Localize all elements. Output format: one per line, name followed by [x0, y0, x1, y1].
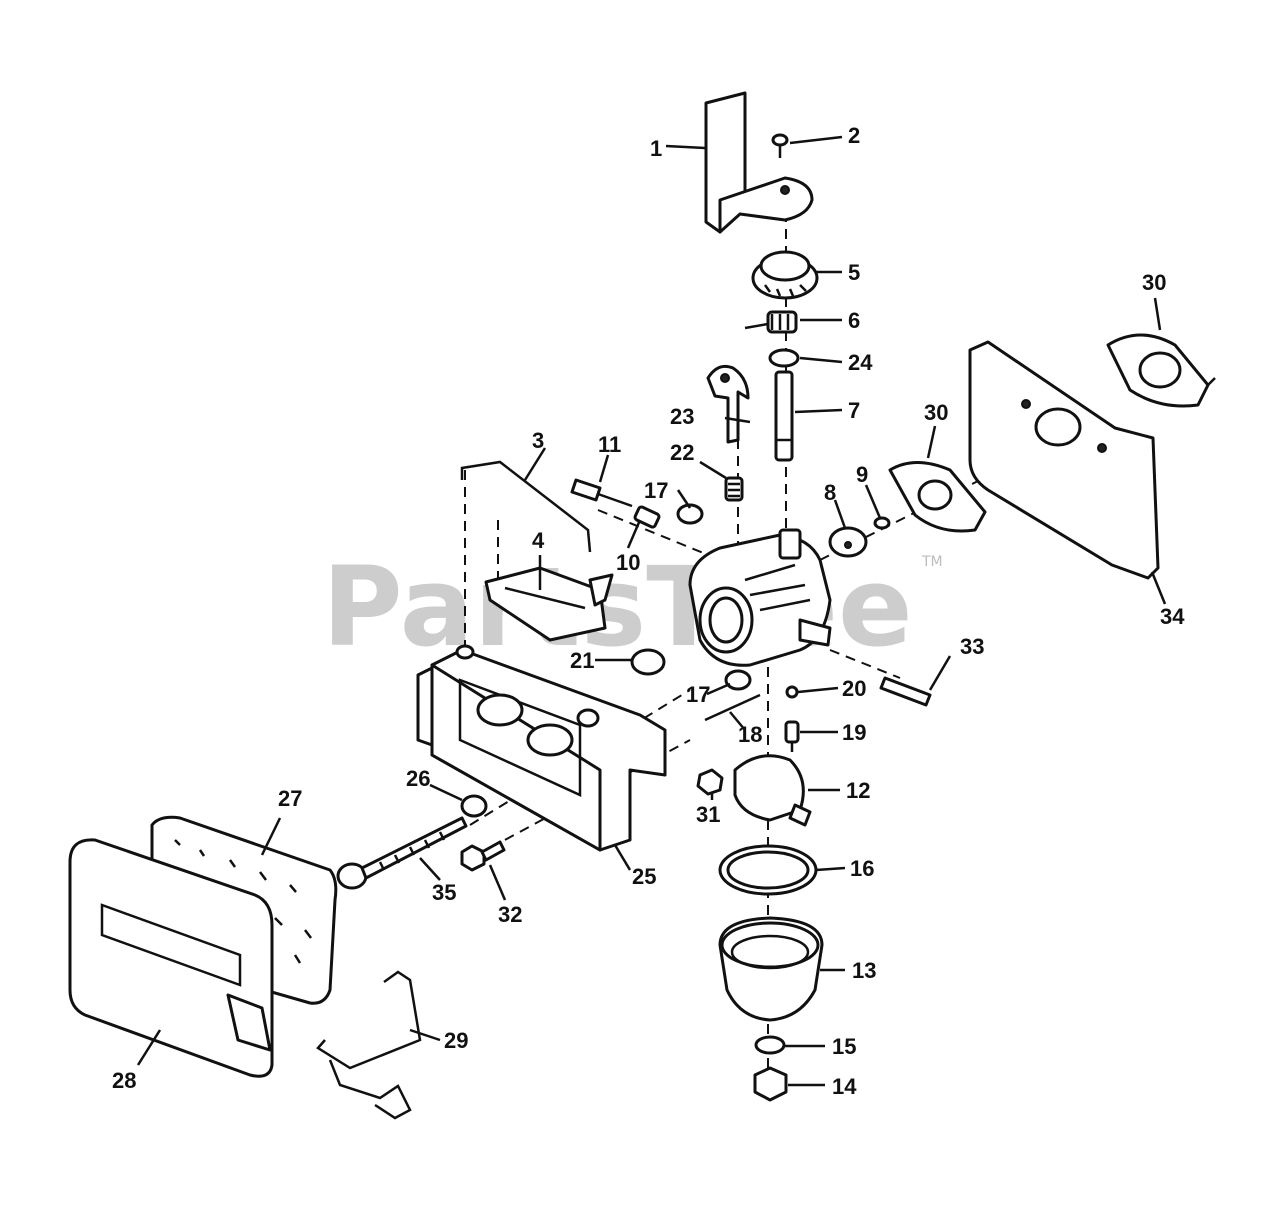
short-bolt [460, 840, 506, 872]
watermark-trademark: TM [921, 554, 943, 570]
carburetor-body [688, 528, 832, 667]
retaining-clip [316, 970, 422, 1120]
control-knob [751, 250, 819, 300]
callout-4: 4 [532, 528, 545, 553]
callout-6: 6 [848, 308, 860, 333]
callout-11: 11 [598, 432, 621, 457]
bowl-gasket [718, 844, 818, 896]
callout-3: 3 [532, 428, 544, 453]
throttle-shaft [774, 370, 794, 462]
lever-spring [724, 476, 744, 502]
callout-2: 2 [848, 123, 860, 148]
screw [771, 133, 789, 158]
spring [744, 310, 798, 334]
callout-27: 27 [278, 786, 302, 811]
callout-13: 13 [852, 958, 876, 983]
air-filter-cover [68, 838, 274, 1078]
callout-14: 14 [832, 1074, 857, 1099]
callout-34: 34 [1160, 604, 1185, 629]
bushing [460, 794, 488, 818]
callout-22: 22 [670, 440, 694, 465]
mounting-stud [879, 676, 932, 707]
callout-labels: 1 2 3 4 5 6 7 8 9 10 11 12 13 14 15 16 1… [112, 123, 1185, 1099]
callout-30-top: 30 [1142, 270, 1166, 295]
welch-plug-top [676, 503, 704, 525]
idle-screw [570, 478, 633, 508]
bowl-nut [753, 1066, 788, 1102]
callout-5: 5 [848, 260, 860, 285]
inlet-needle [784, 720, 800, 752]
long-bolt [336, 816, 468, 890]
o-ring [768, 348, 800, 368]
callout-12: 12 [846, 778, 870, 803]
callout-18: 18 [738, 722, 762, 747]
callout-19: 19 [842, 720, 866, 745]
callout-30-mid: 30 [924, 400, 948, 425]
callout-9: 9 [856, 462, 868, 487]
float-bowl [718, 916, 824, 1022]
gasket-large [1106, 333, 1216, 408]
choke-plate [630, 648, 666, 676]
callout-26: 26 [406, 766, 430, 791]
callout-33: 33 [960, 634, 984, 659]
callout-23: 23 [670, 404, 694, 429]
choke-lever [706, 364, 750, 444]
callout-32: 32 [498, 902, 522, 927]
float-pin [704, 693, 761, 722]
bowl-washer [754, 1035, 786, 1055]
callout-10: 10 [616, 550, 640, 575]
callout-24: 24 [848, 350, 873, 375]
hex-nut [696, 768, 724, 796]
carburetor-float [733, 754, 812, 827]
callout-21: 21 [570, 648, 594, 673]
callout-25: 25 [632, 864, 656, 889]
plate-screw [873, 516, 891, 530]
welch-plug-bottom [724, 669, 752, 691]
callout-28: 28 [112, 1068, 136, 1093]
callout-20: 20 [842, 676, 866, 701]
callout-31: 31 [696, 802, 720, 827]
callout-8: 8 [824, 480, 836, 505]
callout-35: 35 [432, 880, 456, 905]
callout-16: 16 [850, 856, 874, 881]
callout-1: 1 [650, 136, 662, 161]
choke-link-rod [460, 460, 592, 553]
leader-lines [136, 135, 1167, 1087]
callout-17-bottom: 17 [686, 682, 710, 707]
callout-17-top: 17 [644, 478, 668, 503]
air-cleaner-base [416, 644, 667, 852]
inlet-seat [785, 685, 799, 699]
idle-spring [633, 505, 661, 529]
gasket-small [888, 461, 987, 533]
insulator-plate [968, 340, 1160, 580]
callout-7: 7 [848, 398, 860, 423]
callout-29: 29 [444, 1028, 468, 1053]
choke-bracket [704, 91, 814, 234]
callout-15: 15 [832, 1034, 856, 1059]
